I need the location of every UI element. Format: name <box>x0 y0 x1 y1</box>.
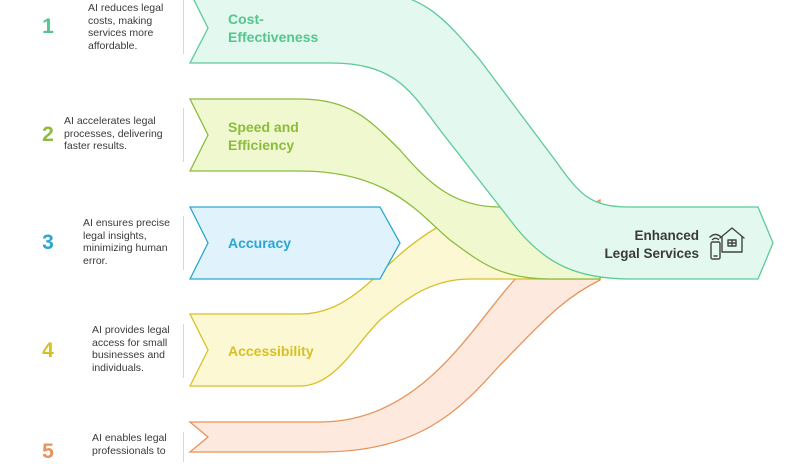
factor-3-divider <box>183 216 184 270</box>
factor-1-divider <box>183 0 184 54</box>
factor-1-number: 1 <box>42 15 54 38</box>
flow-diagram <box>188 0 774 453</box>
factor-4-title: Accessibility <box>228 343 314 359</box>
band-2-lime <box>188 98 601 280</box>
factor-1-title: Cost- Effectiveness <box>228 11 319 45</box>
factor-1-description: AI reduces legal costs, making services … <box>88 2 164 52</box>
diagram-canvas: 1 AI reduces legal costs, making service… <box>42 0 774 463</box>
factor-2-description: AI accelerates legal processes, deliveri… <box>64 115 163 152</box>
factor-4-number: 4 <box>42 339 54 362</box>
factor-5-description: AI enables legal professionals to <box>92 432 167 457</box>
factor-2-number: 2 <box>42 123 54 146</box>
factor-3-title: Accuracy <box>228 235 292 251</box>
band-3-blue <box>188 206 401 280</box>
factor-4-description: AI provides legal access for small busin… <box>92 324 170 374</box>
band-1-green <box>188 0 774 280</box>
factor-3-number: 3 <box>42 231 54 254</box>
factor-5-divider <box>183 432 184 462</box>
factor-2-title: Speed and Efficiency <box>228 119 299 153</box>
factor-4-divider <box>183 324 184 378</box>
factor-3-description: AI ensures precise legal insights, minim… <box>83 217 170 267</box>
outcome-label: Enhanced Legal Services <box>604 228 699 261</box>
factor-5-number: 5 <box>42 440 54 463</box>
house-and-phone-icon <box>709 227 745 260</box>
factor-2-divider <box>183 108 184 162</box>
